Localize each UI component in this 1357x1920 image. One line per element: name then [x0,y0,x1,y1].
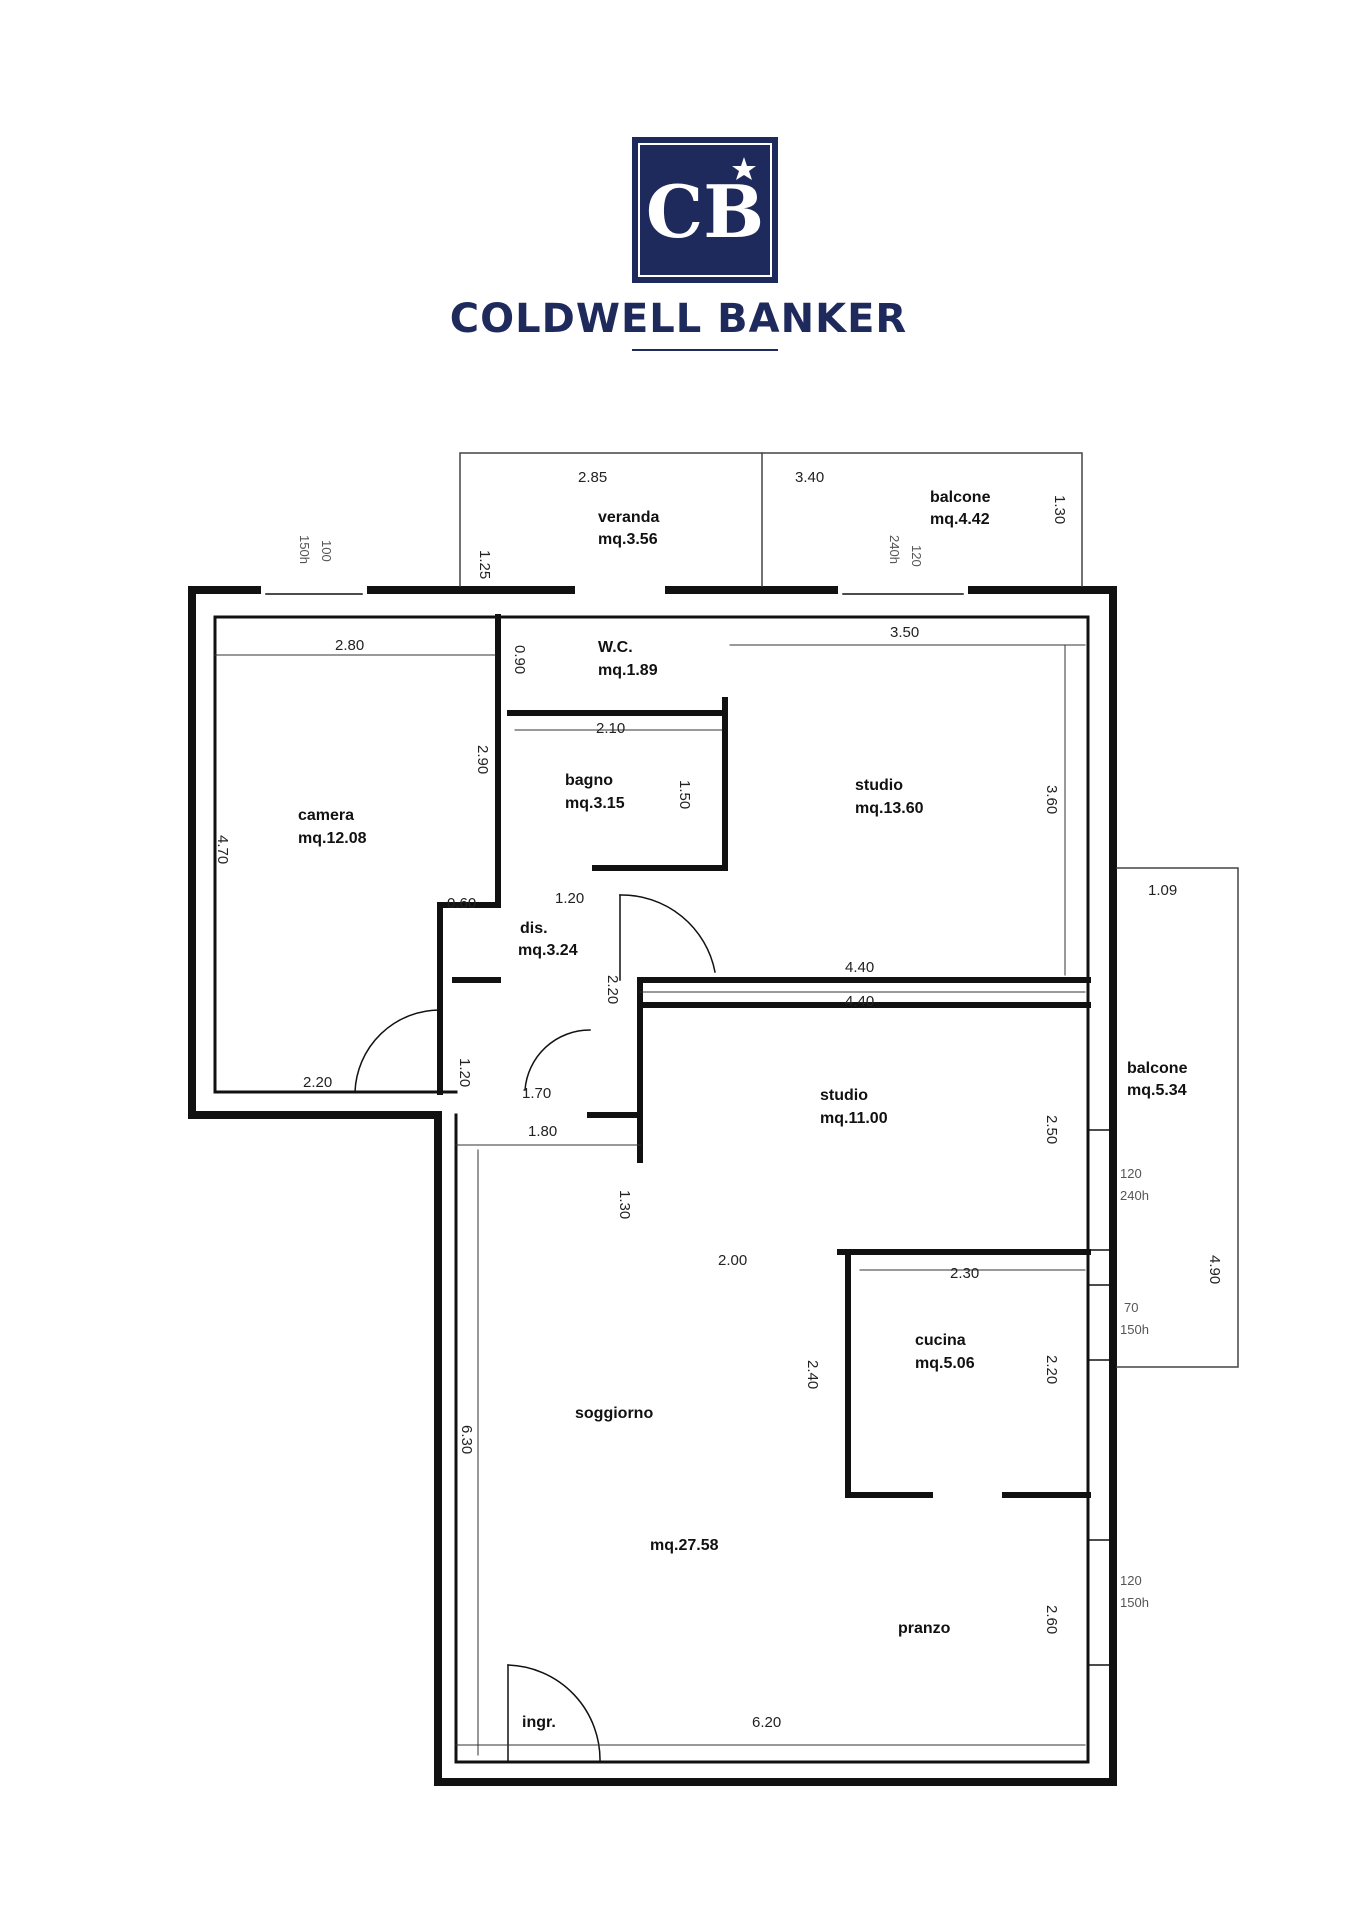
room-cucina-name: cucina [915,1332,966,1349]
logo-monogram: CB [646,169,764,254]
dim-dis-h: 2.20 [604,975,621,1004]
room-soggiorno-area: mq.27.58 [650,1537,719,1554]
dim-dis-step: 0.60 [447,895,476,912]
dim-balcone-top-w: 3.40 [795,469,824,486]
room-labels: veranda mq.3.56 balcone mq.4.42 W.C. mq.… [298,489,1188,1731]
dim-studio-wall: 4.40 [845,959,874,976]
dim-wc-h: 0.90 [511,645,528,674]
dim-pranzo-h: 2.60 [1043,1605,1060,1634]
room-cucina-area: mq.5.06 [915,1355,975,1372]
veranda-outline [459,452,1083,587]
dim-pranzo-win-h: 150h [1120,1595,1149,1610]
dim-cucina-h: 2.40 [804,1360,821,1389]
right-windows [1087,1129,1114,1666]
dim-soggiorno-h: 6.30 [458,1425,475,1454]
exterior-walls [188,586,1117,1786]
brand-logo: CB [632,137,778,283]
room-ingr-name: ingr. [522,1714,556,1731]
dim-studio-mid-win-h: 240h [1120,1188,1149,1203]
dim-balcone-right-w: 1.09 [1148,882,1177,899]
dim-cucina-win-h: 150h [1120,1322,1149,1337]
dim-camera-win-w: 100 [319,540,334,562]
dim-soggiorno-w: 6.20 [752,1714,781,1731]
dim-studio-mid-win-w: 120 [1120,1166,1142,1181]
room-studio-mid-name: studio [820,1087,868,1104]
dim-cucina-win-w: 70 [1124,1300,1138,1315]
room-veranda-name: veranda [598,509,659,526]
dimension-labels-vertical: 1.25 1.30 150h 100 240h 120 0.90 4.70 2.… [214,495,1223,1634]
room-pranzo-name: pranzo [898,1620,951,1637]
dim-bagno-w: 2.10 [596,720,625,737]
room-wc-name: W.C. [598,639,633,656]
dim-dis-w: 1.70 [522,1085,551,1102]
brand-name: COLDWELL BANKER [449,296,908,342]
dim-cucina-h2: 2.20 [1043,1355,1060,1384]
room-dis-name: dis. [520,920,548,937]
room-soggiorno-name: soggiorno [575,1405,653,1422]
exterior-walls-inner [213,615,1090,1764]
dim-studio-mid-w: 4.40 [845,993,874,1010]
room-studio-mid-area: mq.11.00 [820,1110,888,1127]
dim-veranda-h: 1.25 [476,550,493,579]
room-studio-top-name: studio [855,777,903,794]
dim-cucina-w: 2.30 [950,1265,979,1282]
dim-bagno-h: 1.50 [676,780,693,809]
dimension-labels: 2.85 3.40 2.80 2.10 3.50 0.60 1.20 4.40 … [303,469,1177,1731]
room-balcone-top-area: mq.4.42 [930,511,990,528]
dim-soggiorno-step: 1.30 [616,1190,633,1219]
dim-camera-h: 4.70 [214,835,231,864]
room-wc-area: mq.1.89 [598,662,658,679]
dim-studio-win-h: 240h [887,535,902,564]
room-bagno-area: mq.3.15 [565,795,625,812]
room-bagno-name: bagno [565,772,613,789]
dim-corridor-h: 1.20 [456,1058,473,1087]
interior-walls [437,614,1091,1498]
dim-camera-win-h: 150h [297,535,312,564]
room-balcone-right-name: balcone [1127,1060,1188,1077]
dim-balcone-right-h: 4.90 [1206,1255,1223,1284]
room-veranda-area: mq.3.56 [598,531,658,548]
dim-studio-win-w: 120 [909,545,924,567]
dimension-lines [214,644,1086,1756]
room-camera-name: camera [298,807,354,824]
dim-pranzo-win-w: 120 [1120,1573,1142,1588]
dim-camera-inner: 2.90 [474,745,491,774]
dim-entry-w: 1.80 [528,1123,557,1140]
dim-studio-mid-h: 2.50 [1043,1115,1060,1144]
dim-dis-door: 1.20 [555,890,584,907]
star-icon [732,157,756,180]
dim-balcone-top-h: 1.30 [1051,495,1068,524]
dim-camera-bottom: 2.20 [303,1074,332,1091]
room-dis-area: mq.3.24 [518,942,578,959]
door-swings [354,894,716,1763]
logo-monogram-icon: CB [646,157,764,254]
brand-underline [632,349,778,351]
balcone-right-outline [1116,867,1239,1368]
dim-studio-top-h: 3.60 [1043,785,1060,814]
room-balcone-right-area: mq.5.34 [1127,1082,1187,1099]
dim-soggiorno-step-w: 2.00 [718,1252,747,1269]
room-camera-area: mq.12.08 [298,830,367,847]
dim-camera-w: 2.80 [335,637,364,654]
dim-studio-top-w: 3.50 [890,624,919,641]
room-studio-top-area: mq.13.60 [855,800,924,817]
room-balcone-top-name: balcone [930,489,991,506]
dim-veranda-w: 2.85 [578,469,607,486]
